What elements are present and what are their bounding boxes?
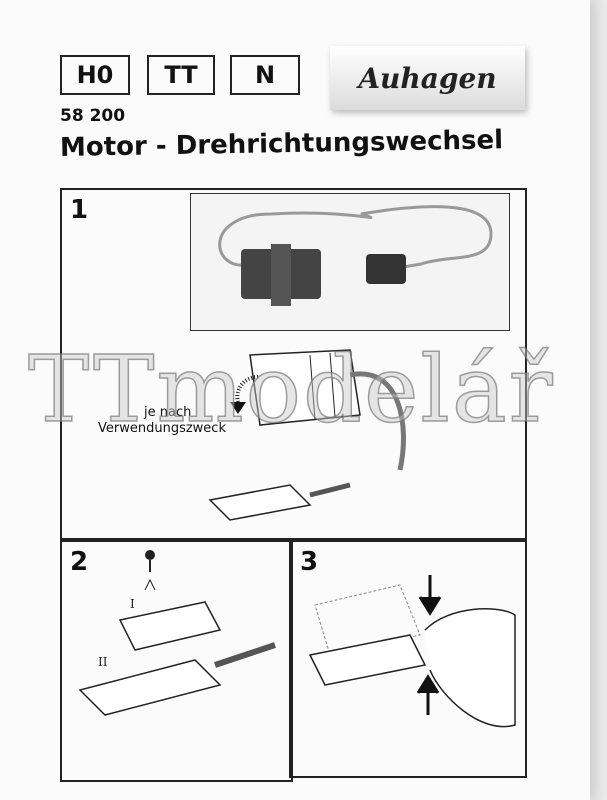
step-3-number: 3: [300, 547, 319, 577]
scale-badge-n: N: [230, 55, 300, 95]
brand-logo: Auhagen: [330, 46, 525, 110]
step-3-panel: [289, 538, 527, 778]
motor-switch-photo: [218, 205, 493, 306]
step-1-number: 1: [70, 195, 89, 225]
caption-je-nach: je nach: [144, 405, 192, 420]
caption-verwendungszweck: Verwendungszweck: [98, 421, 226, 436]
product-photo: [190, 193, 510, 331]
label-ii: II: [98, 655, 108, 669]
scale-badge-tt: TT: [147, 55, 215, 95]
label-i: I: [130, 597, 135, 611]
step-2-number: 2: [70, 547, 89, 577]
step-2-panel: [60, 538, 293, 782]
plug-disassembly-diagram: [78, 550, 276, 716]
switch-diagram: [208, 349, 406, 521]
page-title: Motor - Drehrichtungswechsel: [59, 125, 504, 163]
instruction-sheet: H0 TT N Auhagen 58 200 Motor - Drehricht…: [0, 0, 590, 800]
rotate-arrow-icon: [230, 374, 259, 414]
plug-squeeze-diagram: [308, 575, 516, 728]
article-number: 58 200: [60, 106, 126, 126]
step-1-panel: [60, 188, 527, 542]
scale-badge-h0: H0: [60, 55, 130, 95]
